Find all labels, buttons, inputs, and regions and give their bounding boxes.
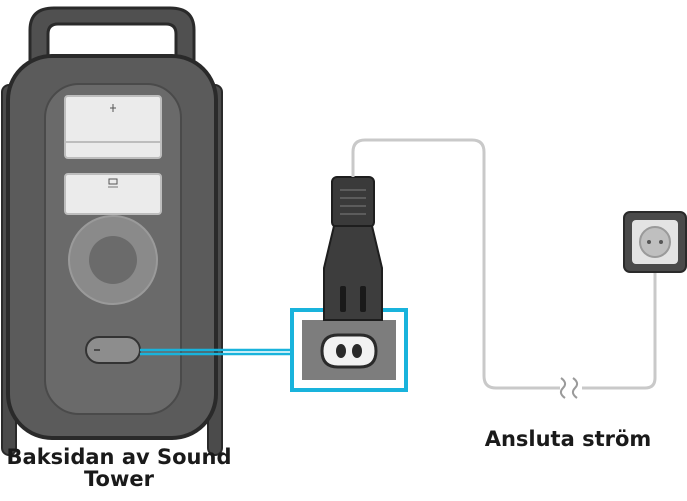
sound-tower: [1, 6, 223, 456]
port-symbol-icon: [108, 178, 118, 188]
woofer-cone: [89, 236, 137, 284]
connect-power-caption: Ansluta ström: [484, 427, 652, 451]
middle-port-panel: [64, 173, 162, 215]
tower-back-caption-line1: Baksidan av Sound: [6, 445, 232, 469]
inlet-closeup: [290, 308, 408, 392]
cable-break-icon: [559, 377, 579, 399]
tower-back-caption: Baksidan av Sound Tower: [0, 446, 238, 490]
figure-8-inlet-icon: [320, 333, 378, 369]
power-plug: [323, 176, 383, 321]
highlight-connector: [140, 348, 292, 356]
tower-back-caption-line2: Tower: [84, 467, 154, 492]
usb-symbol-icon: [110, 104, 116, 112]
wall-socket: [623, 211, 687, 273]
power-cable: [351, 138, 657, 390]
